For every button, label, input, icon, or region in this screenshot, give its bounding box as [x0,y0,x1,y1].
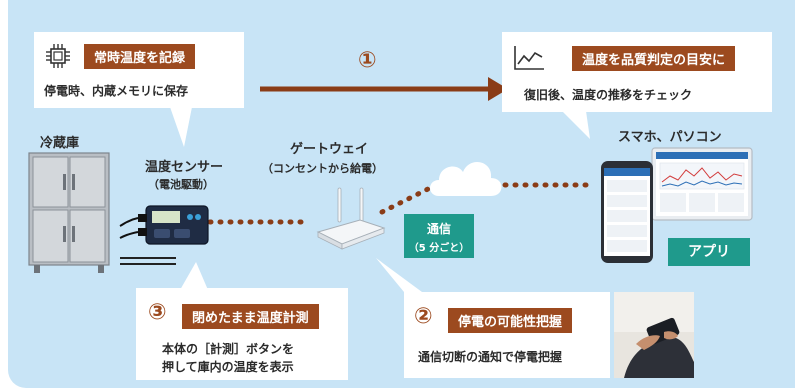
callout-quality-pointer [562,111,590,139]
callout-quality: 温度を品質判定の目安に 復旧後、温度の推移をチェック [502,32,772,112]
chip-icon [44,42,72,70]
sensor-sublabel: （電池駆動） [148,178,214,191]
callout-closed-line1: 本体の［計測］ボタンを [162,342,295,356]
line-chart-icon [512,44,546,72]
gateway-cloud-dotted-line [379,185,433,215]
app-badge: アプリ [668,238,750,266]
callout-outage-pointer [376,258,422,292]
communication-interval: （5 分ごと） [408,243,470,254]
communication-badge: 通信 （5 分ごと） [404,214,474,258]
callout-record-pointer [170,107,192,147]
callout-closed-line2: 押して庫内の温度を表示 [162,360,294,374]
devices-label: スマホ、パソコン [618,130,722,145]
callout-record-text: 停電時、内蔵メモリに保存 [44,84,189,98]
sensor-label: 温度センサー [145,160,224,175]
router-icon [314,186,386,252]
arrow-step-number: ① [358,48,377,73]
arrow-head [488,77,508,101]
callout-record-title: 常時温度を記録 [84,44,196,69]
refrigerator-icon [28,152,110,274]
callout-outage-number: ② [414,304,433,329]
callout-closed: ③ 閉めたまま温度計測 本体の［計測］ボタンを 押して庫内の温度を表示 [136,288,348,380]
callout-outage-title: 停電の可能性把握 [448,308,573,333]
communication-label: 通信 [426,222,451,236]
gateway-sublabel: （コンセントから給電） [262,162,383,175]
callout-closed-title: 閉めたまま温度計測 [182,304,319,329]
callout-closed-pointer [180,262,208,290]
hand-phone-photo [614,292,694,378]
callout-closed-number: ③ [148,300,167,325]
callout-outage: ② 停電の可能性把握 通信切断の通知で停電把握 [404,292,610,378]
laptop-icon [650,146,754,246]
phone-icon [600,160,654,264]
callout-outage-text: 通信切断の通知で停電把握 [418,350,563,364]
callout-quality-title: 温度を品質判定の目安に [572,46,736,71]
callout-record: 常時温度を記録 停電時、内蔵メモリに保存 [34,32,244,108]
sensor-icon [118,200,218,270]
cloud-icon [425,150,507,202]
fridge-label: 冷蔵庫 [40,136,80,151]
callout-quality-text: 復旧後、温度の推移をチェック [524,88,693,102]
gateway-label: ゲートウェイ [290,142,369,157]
